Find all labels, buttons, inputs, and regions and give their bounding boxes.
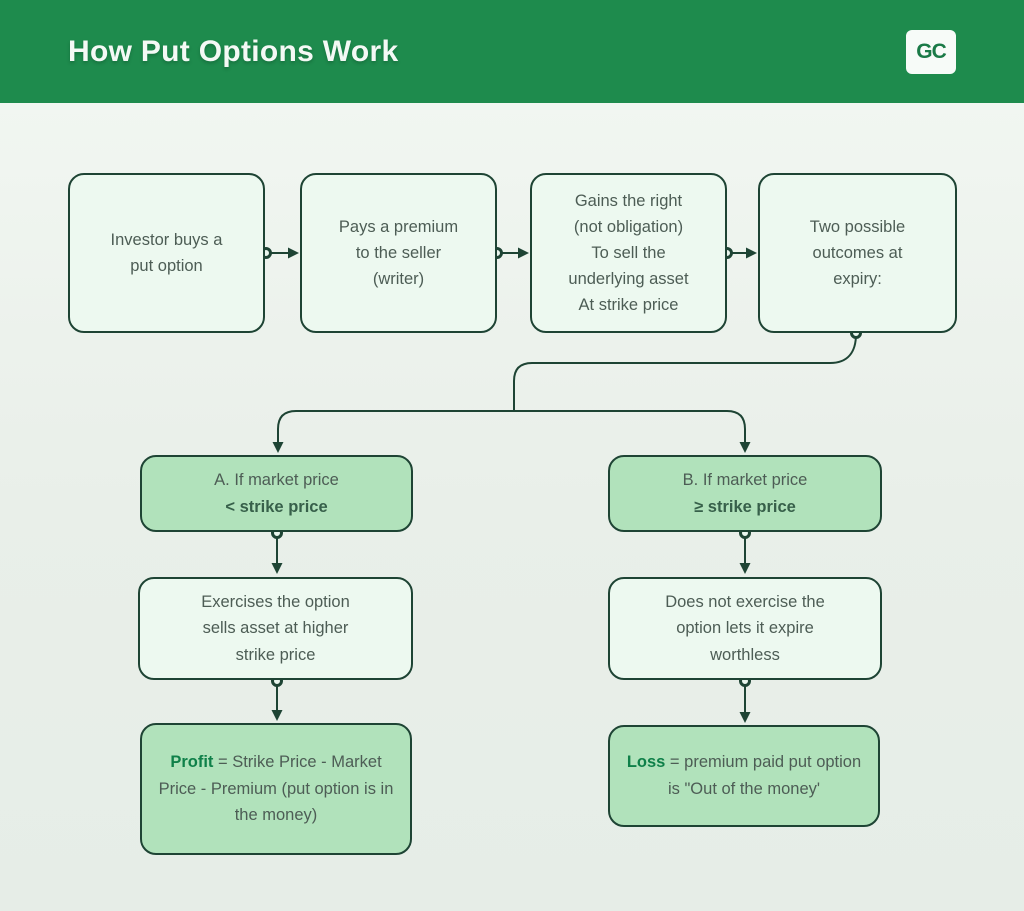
page-title: How Put Options Work [68, 34, 399, 68]
action-b-text: Does not exercise the option lets it exp… [665, 593, 825, 664]
outcome-a-profit: Profit = Strike Price - Market Price - P… [140, 723, 412, 855]
action-b-let-expire: Does not exercise the option lets it exp… [608, 577, 882, 680]
arrowhead-b-action [739, 563, 751, 574]
condition-a-market-below-strike: A. If market price < strike price [140, 455, 413, 532]
outcome-b-loss: Loss = premium paid put option is "Out o… [608, 725, 880, 827]
outcome-a-label: Profit [170, 752, 214, 771]
outcome-a-text: Profit = Strike Price - Market Price - P… [156, 749, 396, 829]
condition-b-line1: B. If market price [682, 471, 808, 490]
condition-b-line2: ≥ strike price [694, 497, 796, 516]
arrowhead-step2 [288, 247, 299, 259]
action-a-exercise-option: Exercises the option sells asset at high… [138, 577, 413, 680]
arrowhead-a-outcome [271, 710, 283, 721]
connector-branch-stem [513, 333, 857, 411]
outcome-a-rest: = Strike Price - Market Price - Premium … [158, 752, 394, 825]
step-investor-buys-put: Investor buys a put option [68, 173, 265, 333]
outcome-b-rest: = premium paid put option is "Out of the… [667, 753, 862, 798]
condition-a-line2: < strike price [225, 497, 328, 516]
arrowhead-branch-a [272, 442, 284, 453]
step-pays-premium: Pays a premium to the seller (writer) [300, 173, 497, 333]
brand-logo: GC [906, 29, 956, 74]
step-text: Pays a premium to the seller (writer) [338, 217, 459, 289]
condition-b-market-above-strike: B. If market price ≥ strike price [608, 455, 882, 532]
condition-a-line1: A. If market price [214, 471, 339, 490]
arrowhead-a-action [271, 563, 283, 574]
step-two-outcomes: Two possible outcomes at expiry: [758, 173, 957, 333]
header-bar: How Put Options Work GC [0, 0, 1024, 103]
arrowhead-b-outcome [739, 712, 751, 723]
outcome-b-text: Loss = premium paid put option is "Out o… [624, 749, 864, 802]
step-text: Gains the right (not obligation) To sell… [568, 191, 689, 315]
arrowhead-step4 [746, 247, 757, 259]
connector-branch-right [514, 410, 746, 442]
step-text: Investor buys a put option [110, 230, 223, 275]
connector-branch-left [277, 410, 514, 442]
brand-logo-text: GC [916, 39, 946, 63]
action-a-text: Exercises the option sells asset at high… [201, 593, 350, 664]
outcome-b-label: Loss [626, 753, 666, 772]
step-gains-right: Gains the right (not obligation) To sell… [530, 173, 727, 333]
arrowhead-branch-b [739, 442, 751, 453]
arrowhead-step3 [518, 247, 529, 259]
step-text: Two possible outcomes at expiry: [809, 217, 906, 289]
